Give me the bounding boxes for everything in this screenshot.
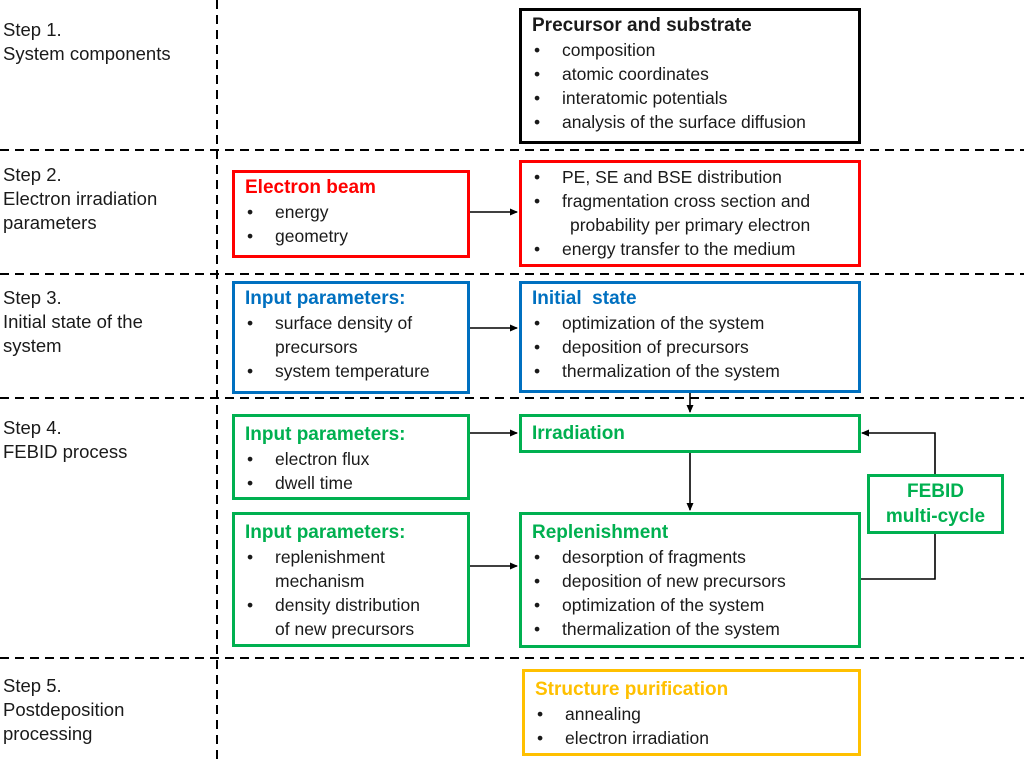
step-3-name-line2: system	[3, 335, 62, 356]
box-title: Replenishment	[532, 522, 669, 543]
list-item: electron flux	[245, 447, 457, 471]
list-item: energy	[245, 200, 457, 224]
list-item: analysis of the surface diffusion	[532, 110, 848, 134]
precursor-substrate-box: Precursor and substrate composition atom…	[519, 8, 861, 144]
list-item: atomic coordinates	[532, 62, 848, 86]
replenishment-box: Replenishment desorption of fragments de…	[519, 512, 861, 648]
loop-replenishment-to-febid	[860, 533, 936, 580]
list-item-line: replenishment	[275, 547, 385, 567]
list-item: replenishment mechanism	[245, 545, 457, 593]
list-item: desorption of fragments	[532, 545, 848, 569]
list-item-line: surface density of	[275, 313, 413, 333]
list-item-line: probability per primary electron	[570, 215, 811, 235]
irradiation-inputs-box: Input parameters: electron flux dwell ti…	[232, 414, 470, 500]
beam-outputs-box: PE, SE and BSE distribution fragmentatio…	[519, 160, 861, 267]
step-5-title: Step 5.	[3, 675, 62, 696]
list-item: dwell time	[245, 471, 457, 495]
box-title: Input parameters:	[245, 424, 406, 445]
box-title: Irradiation	[532, 423, 625, 444]
electron-beam-box: Electron beam energy geometry	[232, 170, 470, 258]
list-item: deposition of precursors	[532, 335, 848, 359]
step-1-label: Step 1. System components	[3, 18, 171, 66]
febid-multicycle-box: FEBID multi-cycle	[867, 474, 1004, 534]
step-3-name-line1: Initial state of the	[3, 311, 143, 332]
list-item: geometry	[245, 224, 457, 248]
list-item: interatomic potentials	[532, 86, 848, 110]
list-item: surface density of precursors	[245, 311, 457, 359]
step-4-name: FEBID process	[3, 441, 128, 462]
list-item: thermalization of the system	[532, 617, 848, 641]
irradiation-box: Irradiation	[519, 414, 861, 453]
list-item-line: of new precursors	[275, 619, 415, 639]
step-1-name: System components	[3, 43, 171, 64]
step-2-name-line1: Electron irradiation	[3, 188, 158, 209]
list-item: deposition of new precursors	[532, 569, 848, 593]
list-item: optimization of the system	[532, 593, 848, 617]
list-item-line: density distribution	[275, 595, 420, 615]
list-item: electron irradiation	[535, 726, 848, 750]
step-5-name-line1: Postdeposition	[3, 699, 125, 720]
list-item: PE, SE and BSE distribution	[532, 165, 848, 189]
box-title: Input parameters:	[245, 522, 406, 543]
initial-state-box: Initial state optimization of the system…	[519, 281, 861, 393]
box-title: Input parameters:	[245, 288, 406, 309]
box-title: Structure purification	[535, 679, 729, 700]
box-title: Electron beam	[245, 177, 376, 198]
step-1-title: Step 1.	[3, 19, 62, 40]
step-3-title: Step 3.	[3, 287, 62, 308]
list-item: density distribution of new precursors	[245, 593, 457, 641]
febid-line2: multi-cycle	[885, 506, 986, 527]
step-4-label: Step 4. FEBID process	[3, 416, 127, 464]
list-item: thermalization of the system	[532, 359, 848, 383]
list-item-line: mechanism	[275, 571, 365, 591]
structure-purification-box: Structure purification annealing electro…	[522, 669, 861, 756]
step-3-label: Step 3. Initial state of the system	[3, 286, 143, 358]
box-title: Precursor and substrate	[532, 15, 752, 36]
replenishment-inputs-box: Input parameters: replenishment mechanis…	[232, 512, 470, 647]
list-item: optimization of the system	[532, 311, 848, 335]
list-item-line: fragmentation cross section and	[562, 191, 811, 211]
list-item: fragmentation cross section and probabil…	[532, 189, 848, 237]
febid-line1: FEBID	[907, 481, 964, 502]
list-item: annealing	[535, 702, 848, 726]
list-item: composition	[532, 38, 848, 62]
step-2-title: Step 2.	[3, 164, 62, 185]
list-item-line: precursors	[275, 337, 358, 357]
step-2-name-line2: parameters	[3, 212, 97, 233]
step-4-title: Step 4.	[3, 417, 62, 438]
list-item: system temperature	[245, 359, 457, 383]
step-2-label: Step 2. Electron irradiation parameters	[3, 163, 157, 235]
loop-febid-to-irradiation	[861, 429, 936, 474]
step-5-name-line2: processing	[3, 723, 93, 744]
step-5-label: Step 5. Postdeposition processing	[3, 674, 124, 746]
box-title: Initial state	[532, 288, 637, 309]
list-item: energy transfer to the medium	[532, 237, 848, 261]
initial-inputs-box: Input parameters: surface density of pre…	[232, 281, 470, 394]
